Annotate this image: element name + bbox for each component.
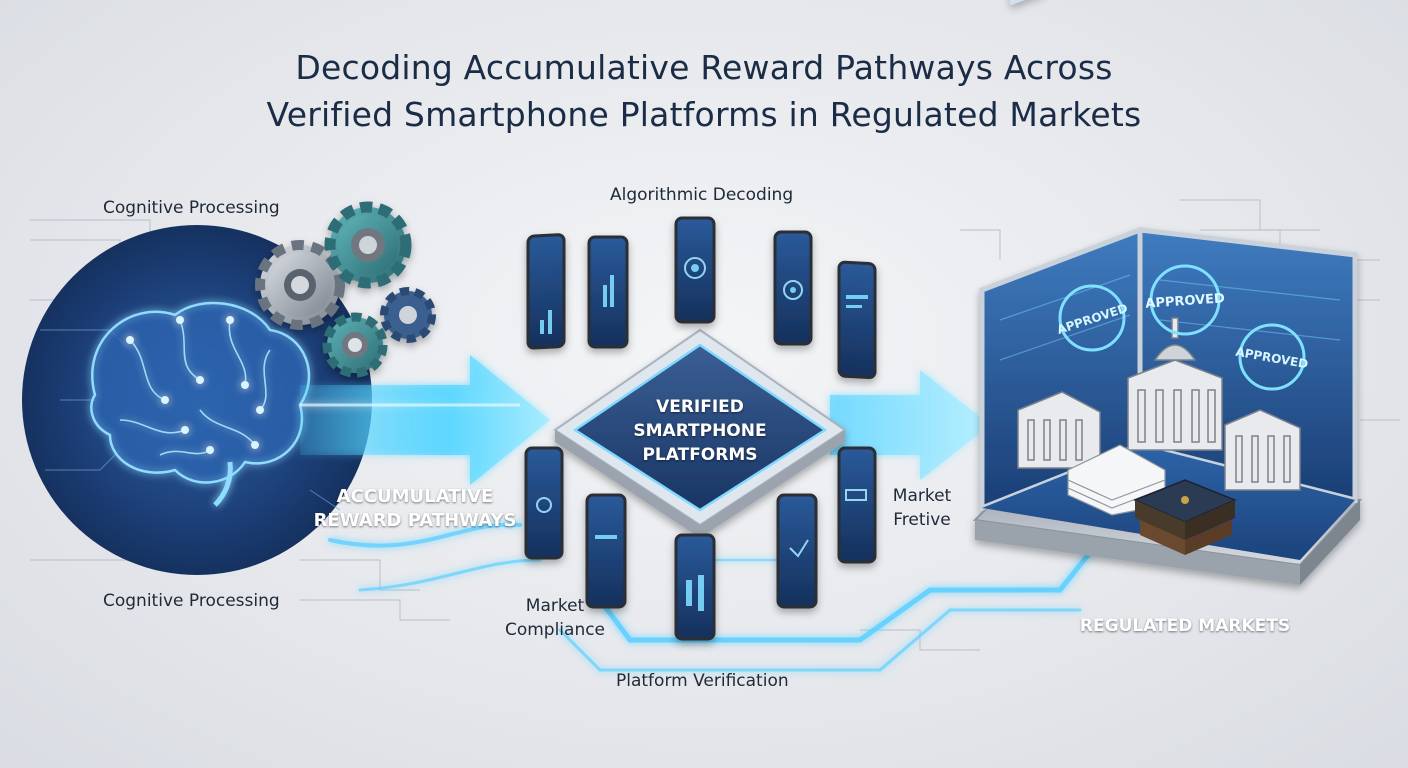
regulated-markets-box: APPROVED APPROVED APPROVED — [972, 0, 1363, 585]
building-icon — [1017, 317, 1301, 491]
label-market-compliance-line-1: Market — [525, 596, 585, 616]
pathways-label-line-1: ACCUMULATIVE — [336, 486, 494, 507]
arrow-right-icon — [300, 355, 550, 485]
label-market-compliance-line-2: Compliance — [504, 620, 606, 640]
smartphone-icon — [524, 216, 877, 641]
label-algorithmic-decoding: Algorithmic Decoding — [610, 185, 794, 205]
hub-label-line-3: PLATFORMS — [642, 445, 758, 465]
label-market-compliance: Market Compliance — [496, 594, 614, 642]
label-cognitive-processing-bottom: Cognitive Processing — [103, 591, 280, 611]
label-market-fretive-line-2: Fretive — [893, 510, 951, 530]
hub-label-line-1: VERIFIED — [656, 397, 744, 417]
label-market-fretive-line-1: Market — [892, 486, 952, 506]
label-platform-verification: Platform Verification — [616, 671, 789, 691]
page-title-line-2: Verified Smartphone Platforms in Regulat… — [266, 95, 1142, 134]
label-market-fretive: Market Fretive — [882, 484, 962, 532]
approved-stamp-2-text: APPROVED — [1145, 291, 1226, 312]
gear-icon — [255, 201, 436, 378]
hub-label-line-2: SMARTPHONE — [633, 421, 767, 441]
book-icon — [1133, 479, 1237, 555]
page-title-line-1: Decoding Accumulative Reward Pathways Ac… — [295, 48, 1113, 87]
verified-platforms-hub — [553, 328, 847, 538]
brain-icon — [90, 301, 311, 507]
approved-stamp-2: APPROVED — [1145, 264, 1226, 336]
regulated-markets-label: REGULATED MARKETS — [1079, 616, 1291, 636]
phone-screen-graphics — [536, 257, 868, 611]
label-cognitive-processing-top: Cognitive Processing — [103, 198, 280, 218]
pathways-label-line-2: REWARD PATHWAYS — [313, 510, 517, 531]
